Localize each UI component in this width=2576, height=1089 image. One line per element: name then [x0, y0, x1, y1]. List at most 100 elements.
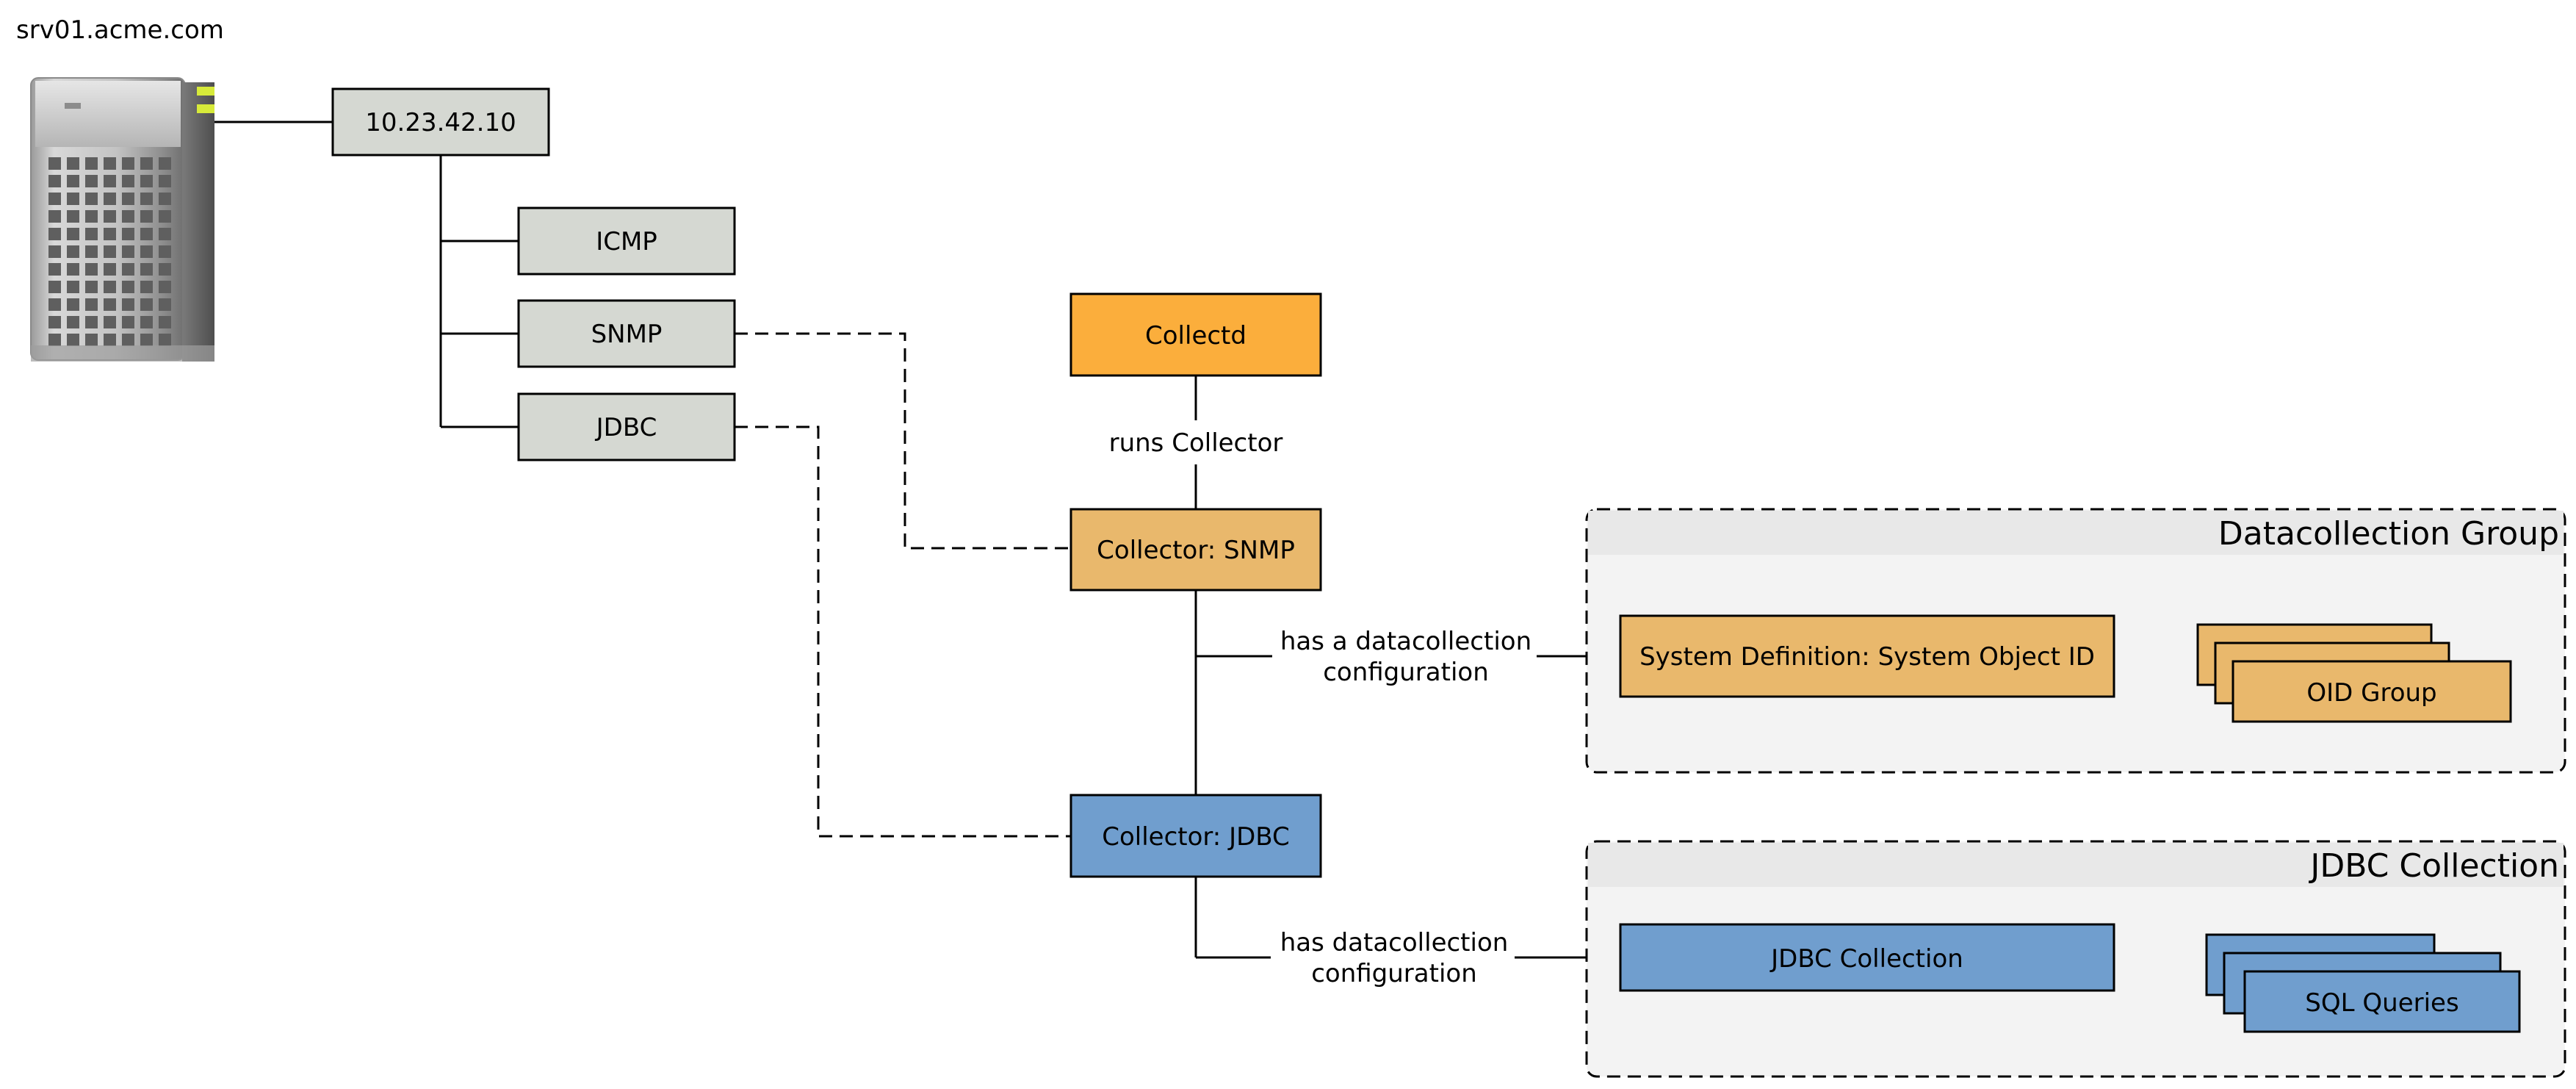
server-vent-cell: [85, 210, 98, 223]
server-vent-cell: [67, 298, 79, 311]
server-vent-cell: [67, 334, 79, 346]
server-vent-cell: [85, 334, 98, 346]
server-vent-cell: [159, 298, 171, 311]
server-vent-cell: [159, 210, 171, 223]
server-vent-cell: [140, 316, 153, 328]
server-vent-cell: [48, 316, 61, 328]
server-vent-cell: [159, 193, 171, 205]
server-vent-cell: [104, 316, 116, 328]
jdbc-label: JDBC: [595, 413, 657, 442]
server-vent-cell: [48, 228, 61, 240]
node-service-icmp: ICMP: [517, 206, 736, 276]
node-collectd: Collectd: [1069, 292, 1322, 377]
snmp-label: SNMP: [591, 320, 663, 349]
server-vent-cell: [122, 298, 134, 311]
server-vent-cell: [122, 175, 134, 187]
server-vent-cell: [140, 263, 153, 276]
runs-collector-edge-label: runs Collector: [1109, 428, 1283, 458]
server-vent-cell: [85, 193, 98, 205]
server-vent-cell: [159, 157, 171, 170]
server-vent-cell: [159, 263, 171, 276]
server-vent-cell: [67, 193, 79, 205]
server-vent-cell: [122, 210, 134, 223]
node-system-definition: System Definition: System Object ID: [1619, 614, 2115, 698]
server-vent-cell: [122, 281, 134, 293]
server-vent-cell: [104, 157, 116, 170]
server-vent-cell: [48, 175, 61, 187]
jdbc-collection-label: JDBC Collection: [1769, 944, 1963, 974]
server-vent-cell: [85, 316, 98, 328]
server-vent-cell: [159, 334, 171, 346]
server-vent-cell: [122, 245, 134, 258]
server-vent-cell: [140, 245, 153, 258]
server-vent-cell: [140, 157, 153, 170]
node-service-jdbc: JDBC: [517, 392, 736, 461]
server-vent-cell: [122, 228, 134, 240]
server-vent-cell: [48, 281, 61, 293]
server-vent-cell: [48, 157, 61, 170]
server-vent-cell: [104, 245, 116, 258]
collector-snmp-label: Collector: SNMP: [1097, 536, 1295, 565]
dashed-service-links: [735, 332, 1071, 838]
has-a-datacollection-edge-label-line2: configuration: [1323, 658, 1489, 687]
server-vent-cell: [67, 245, 79, 258]
server-vent-cell: [122, 263, 134, 276]
node-collector-snmp: Collector: SNMP: [1069, 508, 1322, 592]
server-vent-cell: [67, 281, 79, 293]
icmp-label: ICMP: [596, 227, 657, 256]
node-sql-queries-stack: SQL Queries: [2205, 933, 2521, 1033]
server-vent-cell: [104, 334, 116, 346]
has-datacollection-edge-label-line2: configuration: [1311, 959, 1477, 988]
server-vent-cell: [104, 210, 116, 223]
node-oid-group-stack: OID Group: [2196, 623, 2512, 723]
collector-jdbc-label: Collector: JDBC: [1102, 822, 1290, 852]
server-vent-cell: [122, 334, 134, 346]
collectd-label: Collectd: [1145, 321, 1246, 351]
server-vent-cell: [140, 228, 153, 240]
server-vent-cell: [85, 175, 98, 187]
server-vent-cell: [140, 298, 153, 311]
server-vent-cell: [67, 210, 79, 223]
server-vent-cell: [67, 316, 79, 328]
server-vent-cell: [122, 316, 134, 328]
server-vent-cell: [104, 175, 116, 187]
node-ip-address: 10.23.42.10: [331, 87, 550, 157]
server-vent-cell: [122, 157, 134, 170]
server-vent-cell: [140, 210, 153, 223]
datacollection-group-title: Datacollection Group: [2218, 515, 2559, 553]
server-vent-cell: [104, 263, 116, 276]
server-vent-cell: [104, 281, 116, 293]
server-vent-cell: [140, 193, 153, 205]
server-vent-cell: [159, 316, 171, 328]
server-vent-cell: [48, 298, 61, 311]
server-vent-cell: [140, 334, 153, 346]
node-collector-jdbc: Collector: JDBC: [1069, 794, 1322, 878]
server-vent-cell: [85, 281, 98, 293]
server-vent-cell: [85, 263, 98, 276]
has-a-datacollection-edge-label: has a datacollection: [1280, 627, 1531, 656]
server-tower-icon: [30, 77, 214, 362]
server-vent-cell: [159, 245, 171, 258]
jdbc-collection-group-title: JDBC Collection: [2308, 847, 2559, 885]
server-vent-cell: [48, 210, 61, 223]
server-vent-cell: [122, 193, 134, 205]
server-vent-cell: [140, 175, 153, 187]
server-vent-cell: [85, 245, 98, 258]
server-vent-cell: [48, 263, 61, 276]
server-vent-grid: [48, 157, 171, 346]
server-vent-cell: [48, 245, 61, 258]
system-definition-label: System Definition: System Object ID: [1639, 642, 2095, 672]
server-vent-cell: [159, 228, 171, 240]
sql-queries-label: SQL Queries: [2305, 988, 2458, 1018]
server-vent-cell: [85, 298, 98, 311]
node-jdbc-collection: JDBC Collection: [1619, 923, 2115, 992]
server-hostname-label: srv01.acme.com: [16, 15, 224, 45]
server-vent-cell: [85, 157, 98, 170]
server-vent-cell: [67, 263, 79, 276]
ip-address-label: 10.23.42.10: [365, 108, 516, 137]
server-vent-cell: [67, 175, 79, 187]
server-vent-cell: [67, 157, 79, 170]
server-vent-cell: [159, 281, 171, 293]
server-vent-cell: [159, 175, 171, 187]
